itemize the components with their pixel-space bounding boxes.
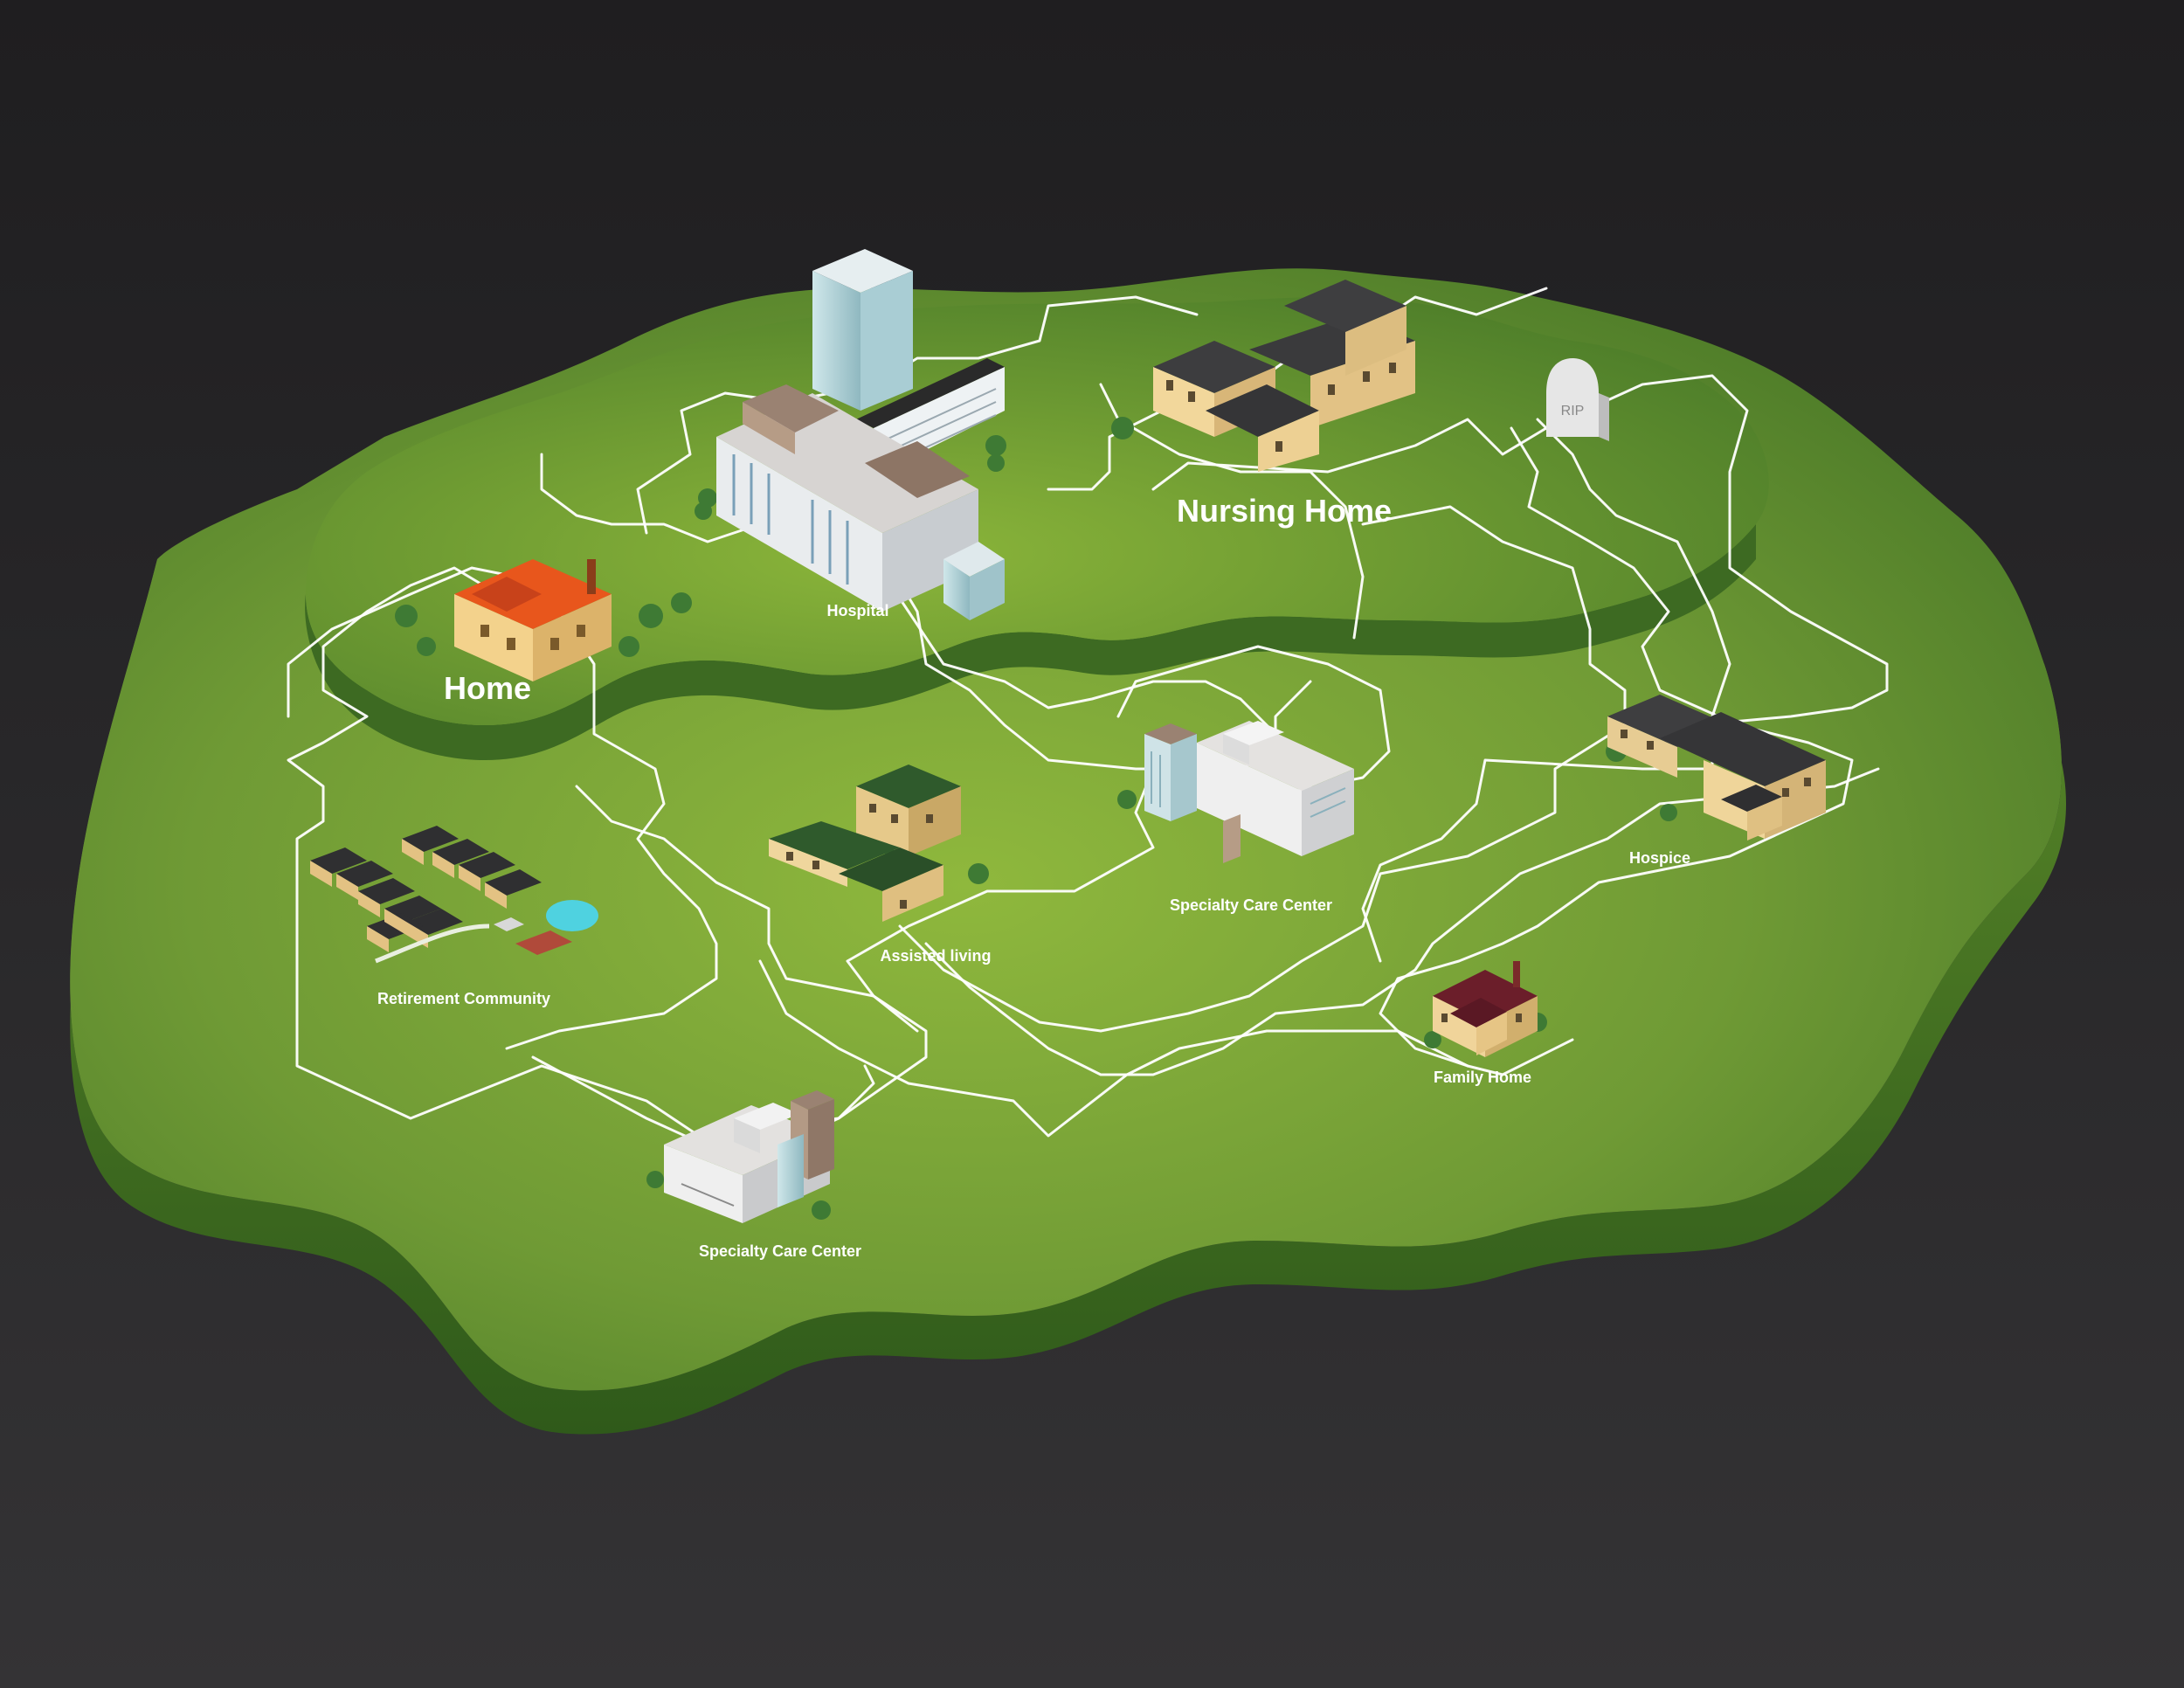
hospital-wing-top bbox=[856, 358, 1005, 428]
upper-plateau bbox=[305, 297, 1769, 760]
label-home: Home bbox=[444, 670, 531, 706]
label-retirement-community: Retirement Community bbox=[377, 990, 550, 1007]
specialty-care-center-lower-building[interactable] bbox=[664, 1090, 834, 1223]
hospital-tower-top bbox=[812, 249, 913, 293]
label-family-home: Family Home bbox=[1434, 1069, 1531, 1086]
path-15 bbox=[1116, 645, 1391, 797]
hospital-main-side bbox=[882, 489, 978, 612]
retirement-community-buildings[interactable] bbox=[310, 826, 598, 964]
path-12 bbox=[575, 785, 919, 1033]
hospital-building[interactable] bbox=[716, 249, 1005, 620]
path-7 bbox=[1379, 426, 1854, 1076]
specialty-care-center-upper-building[interactable] bbox=[1144, 721, 1354, 863]
path-1 bbox=[287, 566, 1155, 1138]
nursing-home-building[interactable] bbox=[1153, 280, 1415, 472]
plateau-top bbox=[306, 297, 1769, 725]
hospital-glass-corner bbox=[943, 542, 1005, 577]
label-hospital: Hospital bbox=[826, 602, 888, 619]
tombstone-text: RIP bbox=[1561, 404, 1585, 419]
assisted-living-building[interactable] bbox=[769, 764, 961, 922]
family-home-building[interactable] bbox=[1433, 961, 1538, 1057]
location-labels: Home Hospital Nursing Home Retirement Co… bbox=[377, 493, 1690, 1260]
hospice-building[interactable] bbox=[1607, 695, 1826, 841]
path-13 bbox=[758, 959, 1469, 1138]
hospital-main-front bbox=[716, 437, 882, 612]
hospital-brown-block bbox=[743, 384, 839, 432]
label-assisted-living: Assisted living bbox=[880, 947, 991, 965]
path-5 bbox=[1151, 374, 1889, 727]
path-6 bbox=[898, 505, 1627, 1033]
pool bbox=[546, 900, 598, 931]
path-10 bbox=[287, 566, 718, 1050]
label-specialty-care-center-lower: Specialty Care Center bbox=[699, 1242, 861, 1260]
tennis-court bbox=[515, 930, 572, 955]
path-9 bbox=[924, 767, 1880, 1076]
path-14 bbox=[872, 557, 1277, 736]
label-nursing-home: Nursing Home bbox=[1177, 493, 1392, 529]
hospital-tower-front bbox=[812, 271, 860, 411]
home-building[interactable] bbox=[454, 559, 612, 681]
tombstone: RIP bbox=[1546, 358, 1609, 441]
label-hospice: Hospice bbox=[1629, 849, 1690, 867]
hospital-tower-side bbox=[860, 271, 913, 411]
label-specialty-care-center-upper: Specialty Care Center bbox=[1170, 896, 1332, 914]
plateau-edge bbox=[305, 524, 1757, 760]
